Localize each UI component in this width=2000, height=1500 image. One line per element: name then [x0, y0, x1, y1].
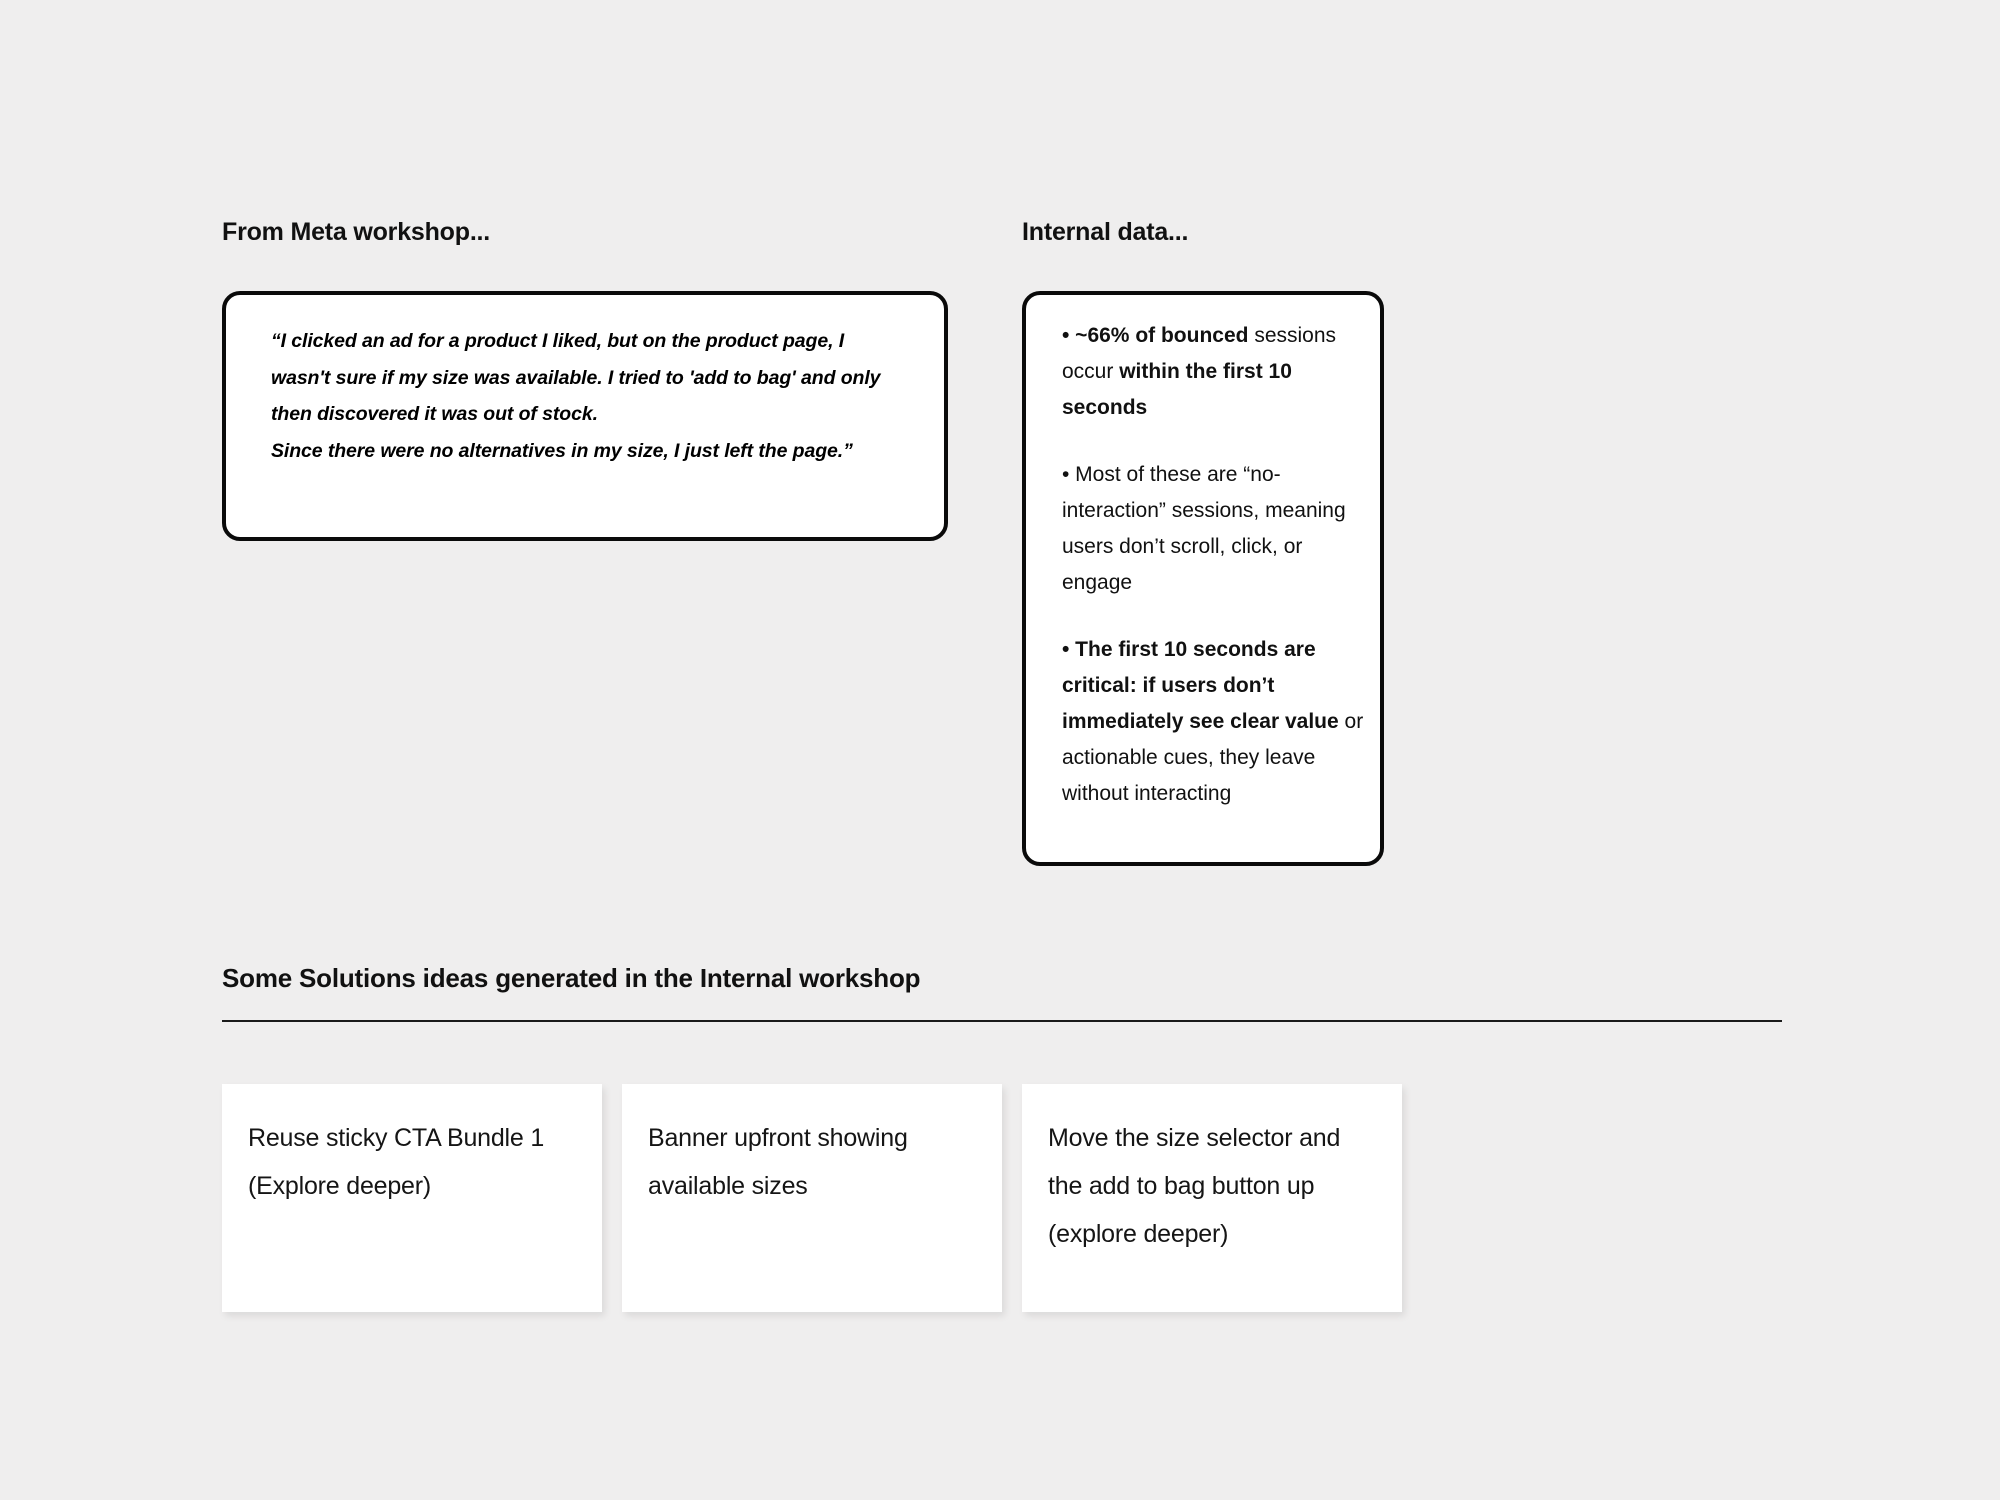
bullet-text: • Most of these are “no-interaction” ses… [1062, 463, 1346, 594]
solutions-heading: Some Solutions ideas generated in the In… [222, 963, 921, 993]
solution-card-list: Reuse sticky CTA Bundle 1 (Explore deepe… [222, 1084, 1402, 1312]
bullet-text: or actionable cues, they leave without i… [1062, 710, 1364, 805]
internal-data-bullet: • ~66% of bounced sessions occur within … [1062, 318, 1370, 426]
meta-workshop-quote-box: “I clicked an ad for a product I liked, … [222, 291, 948, 541]
solution-card-text: Banner upfront showing available sizes [648, 1124, 908, 1200]
meta-workshop-heading: From Meta workshop... [222, 218, 491, 246]
internal-data-box: • ~66% of bounced sessions occur within … [1022, 291, 1384, 866]
solution-card[interactable]: Move the size selector and the add to ba… [1022, 1084, 1402, 1312]
bullet-emphasis-text: • The first 10 seconds are critical: if … [1062, 638, 1345, 733]
solution-card-text: Move the size selector and the add to ba… [1048, 1124, 1341, 1248]
internal-data-bullet: • Most of these are “no-interaction” ses… [1062, 457, 1370, 601]
solution-card[interactable]: Reuse sticky CTA Bundle 1 (Explore deepe… [222, 1084, 602, 1312]
internal-data-bullet: • The first 10 seconds are critical: if … [1062, 632, 1370, 812]
bullet-emphasis-text: within the first 10 seconds [1062, 360, 1292, 419]
meta-workshop-quote-text: “I clicked an ad for a product I liked, … [271, 330, 881, 462]
bullet-text: sessions occur [1062, 324, 1337, 383]
solution-card-text: Reuse sticky CTA Bundle 1 (Explore deepe… [248, 1124, 545, 1200]
internal-data-bullet-list: • ~66% of bounced sessions occur within … [1062, 318, 1370, 812]
solution-card[interactable]: Banner upfront showing available sizes [622, 1084, 1002, 1312]
internal-data-heading: Internal data... [1022, 218, 1189, 246]
bullet-emphasis-text: • ~66% of bounced [1062, 324, 1255, 347]
solutions-divider [222, 1020, 1782, 1022]
